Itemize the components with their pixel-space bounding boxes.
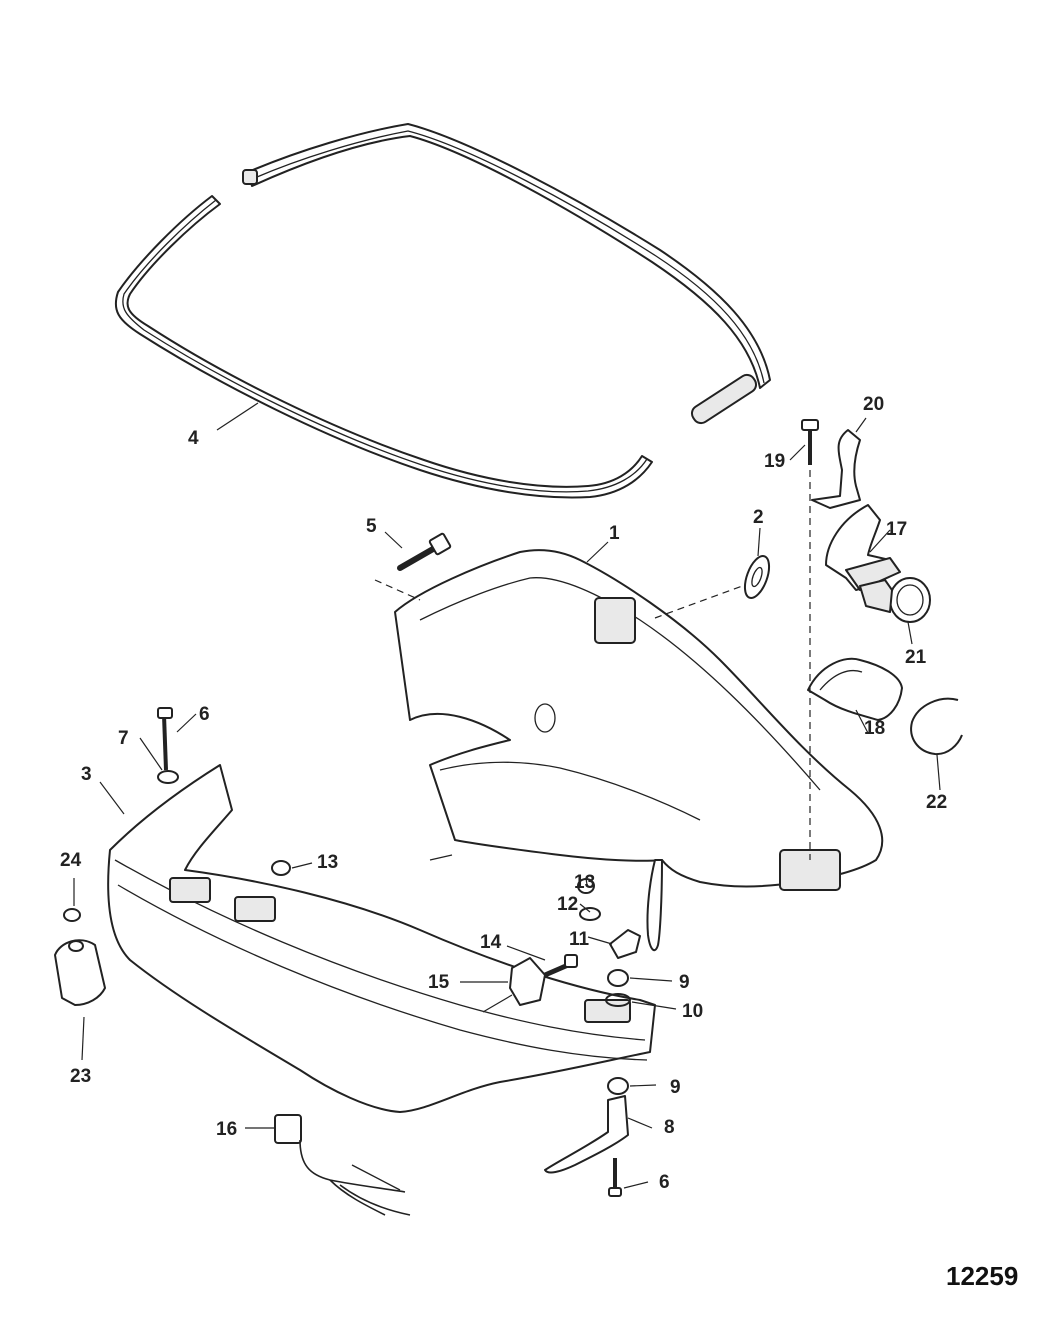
callout-3: 3 xyxy=(81,764,92,785)
figure-number: 12259 xyxy=(946,1261,1018,1291)
leader-lines xyxy=(73,402,941,1189)
callout-21: 21 xyxy=(905,647,927,668)
callout-13-left: 13 xyxy=(317,852,338,873)
callout-2: 2 xyxy=(753,507,764,528)
callout-4: 4 xyxy=(188,428,199,449)
screw-part xyxy=(801,419,819,465)
callout-16: 16 xyxy=(216,1119,237,1140)
callout-20: 20 xyxy=(863,394,884,415)
callout-22: 22 xyxy=(926,792,947,813)
bracket-part xyxy=(811,429,861,509)
switch-harness-part xyxy=(274,1114,411,1216)
seal-ring-part xyxy=(114,123,771,499)
callout-11: 11 xyxy=(569,929,590,950)
lower-cowl-part xyxy=(394,549,884,952)
callout-10: 10 xyxy=(682,1001,703,1022)
callout-17: 17 xyxy=(886,519,907,540)
lower-bracket-part xyxy=(544,1095,629,1197)
cover-bracket-part xyxy=(54,939,106,1006)
callout-18: 18 xyxy=(864,718,885,739)
callout-7: 7 xyxy=(118,728,129,749)
callout-6-lower: 6 xyxy=(659,1172,670,1193)
alignment-lines xyxy=(374,470,811,860)
grommet-part xyxy=(743,555,771,599)
callout-15: 15 xyxy=(428,972,450,993)
washer-part xyxy=(579,907,601,921)
callout-14: 14 xyxy=(480,932,502,953)
latch-part xyxy=(509,957,546,1006)
callout-19: 19 xyxy=(764,451,785,472)
callout-labels: 1 2 3 4 5 6 6 7 8 9 9 10 11 12 13 13 14 … xyxy=(60,394,947,1193)
callout-23: 23 xyxy=(70,1066,91,1087)
sleeve-part xyxy=(859,577,931,623)
callout-9-upper: 9 xyxy=(679,972,690,993)
screw-washer-part xyxy=(157,707,179,784)
lower-cowl-left-part xyxy=(107,764,656,1113)
callout-24: 24 xyxy=(60,850,82,871)
callout-5: 5 xyxy=(366,516,377,537)
grommet-ring-part xyxy=(605,969,631,1095)
callout-13-right: 13 xyxy=(574,872,595,893)
clip-ring-part xyxy=(910,697,963,756)
callout-12: 12 xyxy=(557,894,578,915)
fitting-part xyxy=(825,504,901,591)
stud-part xyxy=(544,954,578,978)
callout-6-upper: 6 xyxy=(199,704,210,725)
retainer-part xyxy=(609,929,641,959)
bracket-plate-part xyxy=(807,657,903,721)
callout-1: 1 xyxy=(609,523,620,544)
callout-8: 8 xyxy=(664,1117,675,1138)
bolt-part xyxy=(397,532,452,571)
callout-9-lower: 9 xyxy=(670,1077,681,1098)
